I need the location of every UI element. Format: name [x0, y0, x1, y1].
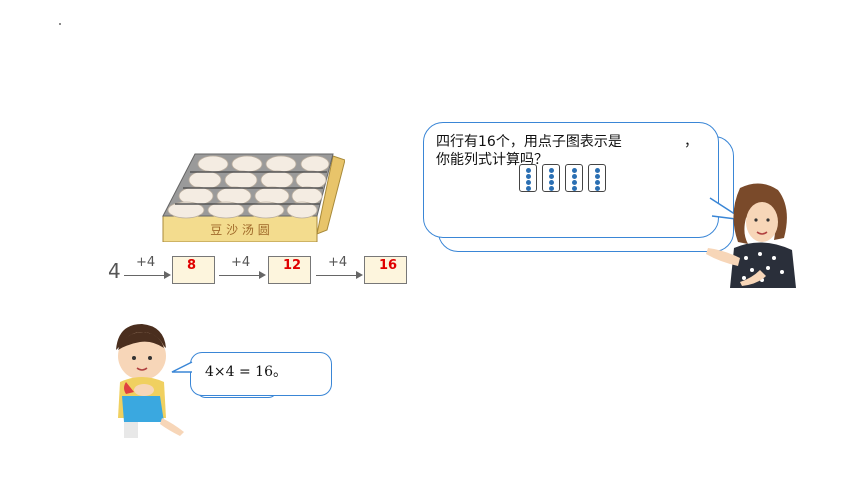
plus-arrow-3: +4 [316, 255, 363, 281]
chain-start-number: 4 [108, 259, 121, 283]
dot-column-3 [565, 164, 583, 192]
teacher-question-line1: 四行有16个，用点子图表示是 [436, 134, 622, 150]
stray-dot [59, 23, 61, 25]
teacher-illustration [706, 183, 796, 288]
dot-column-2 [542, 164, 560, 192]
child-illustration [116, 324, 184, 438]
arrow-op-label: +4 [231, 255, 251, 270]
answer-box-3[interactable]: 16 [364, 256, 407, 284]
dot-column-1 [519, 164, 537, 192]
answer-box-1[interactable]: 8 [172, 256, 215, 284]
plus-arrow-1: +4 [124, 255, 171, 281]
child-equation: 4×4 = 16。 [205, 364, 287, 380]
dot-array-picture [519, 164, 611, 194]
tray-label: 豆 沙 汤 圆 [210, 223, 269, 237]
child-speech-bubble [190, 352, 332, 396]
answer-value: 8 [187, 258, 197, 273]
answer-box-2[interactable]: 12 [268, 256, 311, 284]
dot-column-4 [588, 164, 606, 192]
teacher-question-comma: ， [684, 134, 698, 150]
arrow-op-label: +4 [328, 255, 348, 270]
arrow-op-label: +4 [136, 255, 156, 270]
answer-value: 12 [283, 258, 302, 273]
child-bubble-tail [171, 361, 193, 373]
plus-arrow-2: +4 [219, 255, 266, 281]
tangyuan-tray-illustration: 豆 沙 汤 圆 [162, 153, 345, 242]
answer-value: 16 [379, 258, 398, 273]
